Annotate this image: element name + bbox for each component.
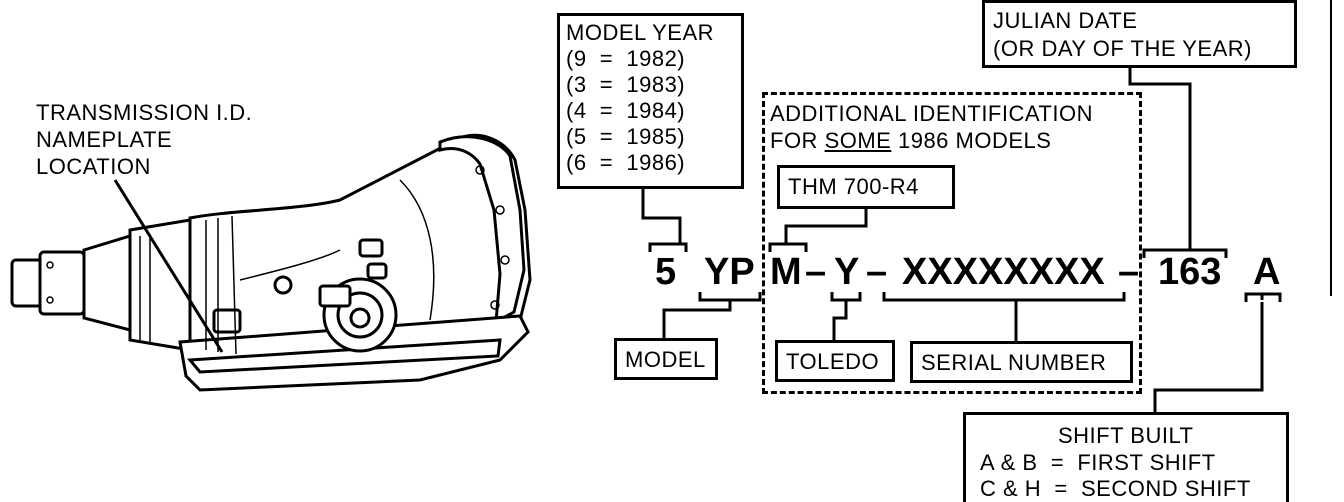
additional-id-line2: FOR SOME 1986 MODELS [770, 128, 1051, 154]
model-year-row: (6 = 1986) [566, 150, 686, 175]
additional-id-line2-em: SOME [824, 128, 892, 153]
nameplate-callout-line3: LOCATION [36, 154, 151, 179]
code-dash-1: – [805, 251, 827, 293]
code-year: 5 [655, 251, 677, 293]
nameplate-callout-line2: NAMEPLATE [36, 127, 173, 152]
serial-number-label-box: SERIAL NUMBER [910, 341, 1133, 383]
shift-built-row2: C & H = SECOND SHIFT [980, 476, 1251, 501]
model-year-row: (9 = 1982) [566, 46, 686, 71]
model-year-box: MODEL YEAR (9 = 1982) (3 = 1983) (4 = 19… [557, 13, 744, 189]
model-label: MODEL [625, 347, 706, 372]
thm-label: THM 700-R4 [788, 174, 919, 199]
additional-id-line1: ADDITIONAL IDENTIFICATION [770, 101, 1093, 126]
julian-date-line1: JULIAN DATE [993, 8, 1138, 33]
code-dash-3: – [1118, 251, 1140, 293]
nameplate-callout-line1: TRANSMISSION I.D. [36, 100, 253, 125]
thm-box: THM 700-R4 [777, 165, 955, 209]
model-year-row: (4 = 1984) [566, 98, 686, 123]
shift-built-title: SHIFT BUILT [1058, 423, 1194, 448]
transmission-illustration [10, 133, 532, 392]
code-m: M [770, 251, 802, 293]
shift-built-box: SHIFT BUILT A & B = FIRST SHIFT C & H = … [963, 412, 1289, 502]
code-dash-2: – [866, 251, 888, 293]
model-year-row: (3 = 1983) [566, 72, 686, 97]
code-model: YP [704, 251, 755, 293]
code-shift: A [1253, 251, 1281, 293]
julian-date-box: JULIAN DATE (OR DAY OF THE YEAR) [982, 0, 1297, 68]
code-serial: XXXXXXXX [902, 251, 1105, 293]
toledo-label: TOLEDO [786, 349, 880, 374]
model-label-box: MODEL [614, 338, 718, 380]
additional-id-line2-pre: FOR [770, 128, 825, 153]
model-year-title: MODEL YEAR [566, 20, 715, 45]
toledo-label-box: TOLEDO [775, 340, 895, 382]
code-julian: 163 [1158, 251, 1222, 293]
additional-id-line2-post: 1986 MODELS [891, 128, 1052, 153]
julian-date-line2: (OR DAY OF THE YEAR) [993, 36, 1252, 61]
model-year-row: (5 = 1985) [566, 124, 686, 149]
shift-built-row1: A & B = FIRST SHIFT [980, 450, 1216, 475]
code-y: Y [834, 251, 860, 293]
serial-number-label: SERIAL NUMBER [921, 350, 1107, 375]
